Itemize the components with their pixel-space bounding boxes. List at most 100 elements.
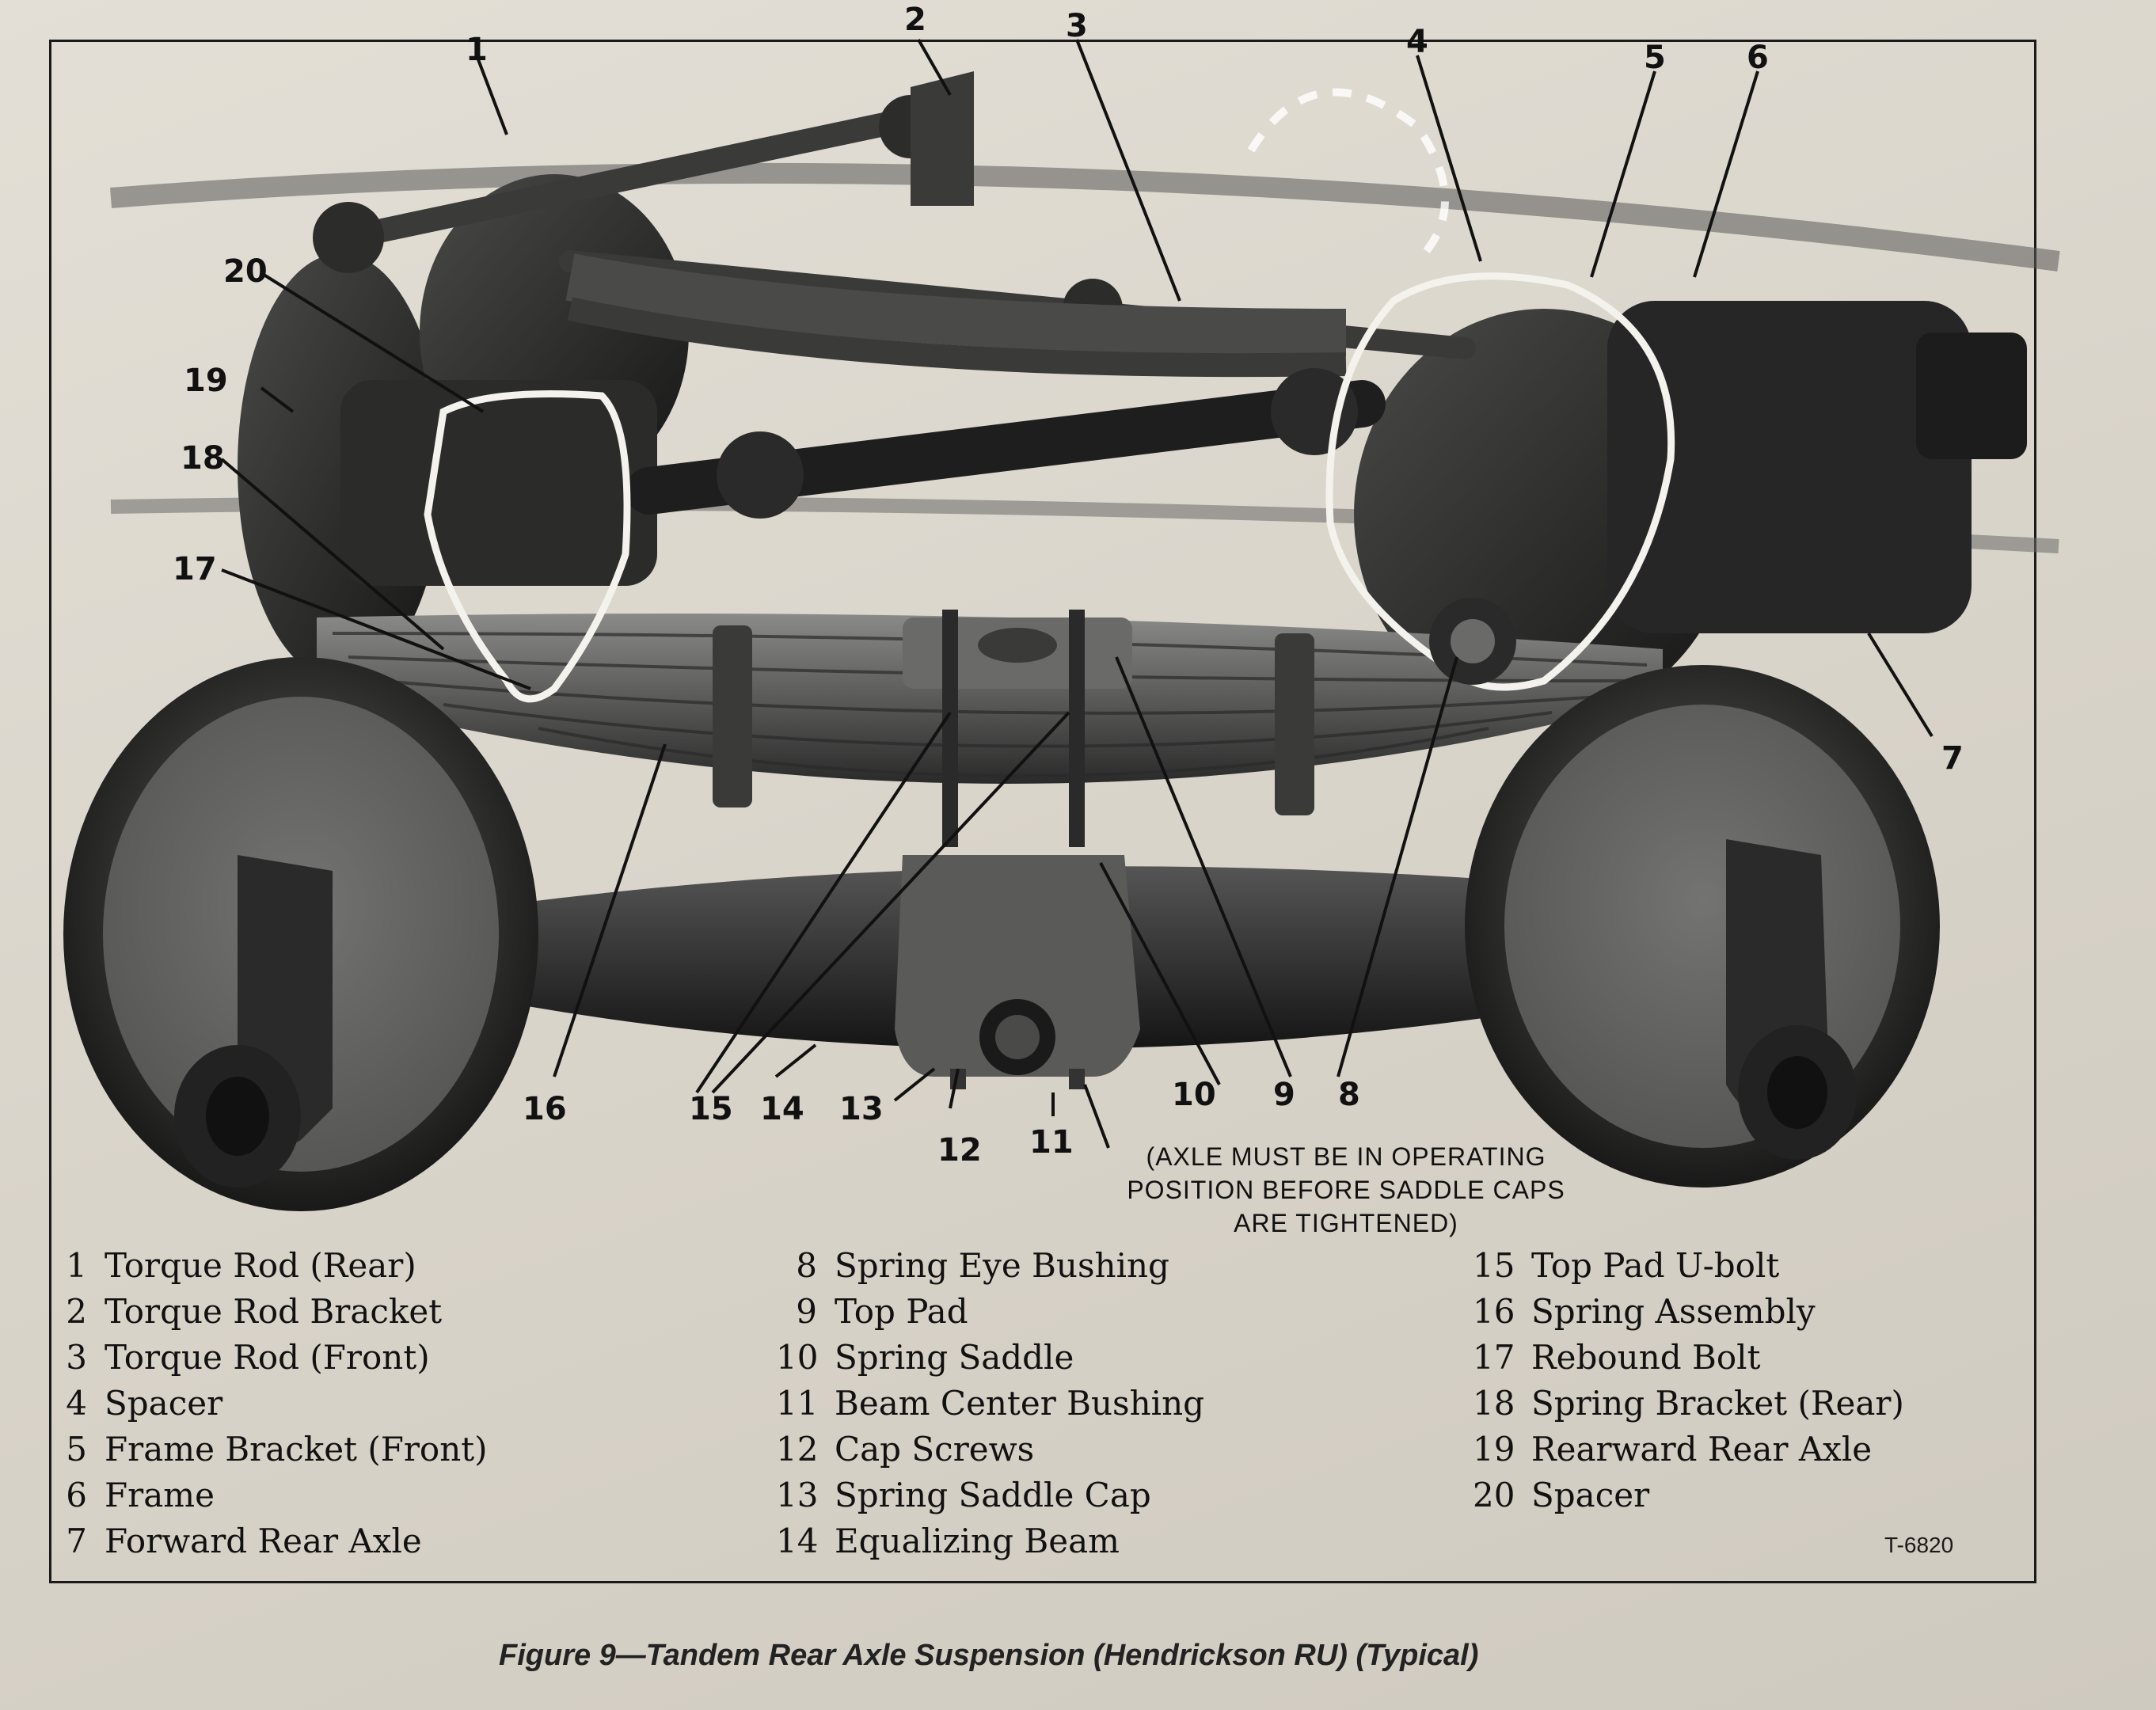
legend-label: Spacer [105, 1384, 223, 1423]
callout-18: 18 [181, 440, 225, 477]
legend-label: Spring Eye Bushing [835, 1246, 1169, 1285]
legend-item: 14 Equalizing Beam [776, 1518, 1204, 1564]
legend-item: 4 Spacer [55, 1381, 488, 1427]
callout-9: 9 [1273, 1077, 1295, 1113]
legend-label: Spring Saddle Cap [835, 1476, 1151, 1514]
legend-number: 9 [796, 1292, 817, 1331]
callout-3: 3 [1066, 8, 1088, 44]
legend-item: 10 Spring Saddle [776, 1335, 1204, 1381]
legend-label: Torque Rod Bracket [105, 1292, 443, 1331]
legend-item: 20 Spacer [1473, 1472, 1904, 1518]
legend-item: 2 Torque Rod Bracket [55, 1289, 488, 1335]
callout-5: 5 [1644, 40, 1666, 76]
legend-number: 16 [1473, 1292, 1515, 1331]
bracket-outlines [424, 272, 1675, 703]
brake-right [1465, 665, 1940, 1188]
callout-2: 2 [904, 2, 926, 38]
legend-label: Frame Bracket (Front) [105, 1430, 488, 1469]
figure-code: T-6820 [1884, 1533, 1954, 1557]
callout-10: 10 [1172, 1077, 1216, 1113]
legend-label: Spring Saddle [835, 1338, 1074, 1377]
legend-item: 13 Spring Saddle Cap [776, 1472, 1204, 1518]
axle-note-line-1: (AXLE MUST BE IN OPERATING [1146, 1142, 1546, 1171]
legend-label: Top Pad [835, 1292, 968, 1331]
figure-caption: Figure 9—Tandem Rear Axle Suspension (He… [499, 1639, 1479, 1672]
legend-number: 15 [1473, 1246, 1515, 1285]
legend-item: 15 Top Pad U-bolt [1473, 1243, 1904, 1289]
legend-number: 8 [796, 1246, 817, 1285]
callout-11: 11 [1029, 1124, 1074, 1161]
legend-label: Spacer [1531, 1476, 1650, 1514]
legend-number: 12 [776, 1430, 819, 1469]
callout-20: 20 [223, 253, 268, 290]
spring-eye-bushing [1429, 598, 1516, 685]
legend-label: Frame [105, 1476, 215, 1514]
drive-shaft [626, 368, 1386, 519]
legend-number: 1 [66, 1246, 87, 1285]
legend-label: Spring Assembly [1531, 1292, 1816, 1331]
callout-12: 12 [937, 1132, 982, 1168]
legend-label: Beam Center Bushing [835, 1384, 1205, 1423]
travel-arc [1247, 88, 1449, 264]
legend-number: 18 [1473, 1384, 1515, 1423]
legend-label: Rearward Rear Axle [1531, 1430, 1873, 1469]
legend-number: 7 [66, 1522, 87, 1560]
legend-label: Torque Rod (Front) [105, 1338, 430, 1377]
legend-item: 9 Top Pad [776, 1289, 1204, 1335]
spring-saddle [895, 855, 1140, 1089]
callout-19: 19 [184, 363, 228, 399]
brake-left [63, 657, 538, 1211]
legend-label: Top Pad U-bolt [1531, 1246, 1780, 1285]
legend-item: 18 Spring Bracket (Rear) [1473, 1381, 1904, 1427]
legend-number: 10 [776, 1338, 819, 1377]
axle-note-line-2: POSITION BEFORE SADDLE CAPS [1127, 1176, 1565, 1204]
callout-8: 8 [1338, 1077, 1360, 1113]
legend-number: 6 [66, 1476, 87, 1514]
callout-4: 4 [1406, 24, 1428, 60]
callout-16: 16 [523, 1091, 567, 1127]
axle-note-line-3: ARE TIGHTENED) [1234, 1209, 1458, 1237]
legend-label: Equalizing Beam [835, 1522, 1120, 1560]
legend-item: 8 Spring Eye Bushing [776, 1243, 1204, 1289]
legend-number: 20 [1473, 1476, 1515, 1514]
legend-item: 6 Frame [55, 1472, 488, 1518]
legend-label: Forward Rear Axle [105, 1522, 422, 1560]
legend-item: 7 Forward Rear Axle [55, 1518, 488, 1564]
top-pad [903, 610, 1132, 847]
callout-6: 6 [1747, 40, 1769, 76]
legend-number: 11 [776, 1384, 819, 1423]
legend-number: 17 [1473, 1338, 1515, 1377]
callout-7: 7 [1941, 740, 1964, 777]
callout-1: 1 [466, 32, 488, 68]
legend-number: 4 [66, 1384, 87, 1423]
legend-item: 19 Rearward Rear Axle [1473, 1427, 1904, 1472]
callout-14: 14 [760, 1091, 804, 1127]
legend-column-3: 15 Top Pad U-bolt 16 Spring Assembly 17 Reb… [1473, 1243, 1904, 1518]
figure-frame [49, 40, 2036, 1583]
callout-15: 15 [689, 1091, 733, 1127]
legend-item: 1 Torque Rod (Rear) [55, 1243, 488, 1289]
leader-lines [220, 39, 1934, 1149]
axle-note: (AXLE MUST BE IN OPERATING POSITION BEFO… [1108, 1140, 1584, 1240]
legend-item: 17 Rebound Bolt [1473, 1335, 1904, 1381]
legend-item: 12 Cap Screws [776, 1427, 1204, 1472]
legend-label: Cap Screws [835, 1430, 1035, 1469]
callout-13: 13 [839, 1091, 884, 1127]
legend-label: Spring Bracket (Rear) [1531, 1384, 1904, 1423]
legend-label: Rebound Bolt [1531, 1338, 1761, 1377]
legend-item: 11 Beam Center Bushing [776, 1381, 1204, 1427]
legend-number: 2 [66, 1292, 87, 1331]
legend-number: 14 [776, 1522, 819, 1560]
rearward-rear-axle [238, 174, 689, 681]
legend-column-1: 1 Torque Rod (Rear) 2 Torque Rod Bracket 3… [55, 1243, 488, 1564]
legend-item: 16 Spring Assembly [1473, 1289, 1904, 1335]
legend-number: 13 [776, 1476, 819, 1514]
legend-label: Torque Rod (Rear) [105, 1246, 416, 1285]
upper-spring [565, 253, 1347, 378]
legend-number: 19 [1473, 1430, 1515, 1469]
